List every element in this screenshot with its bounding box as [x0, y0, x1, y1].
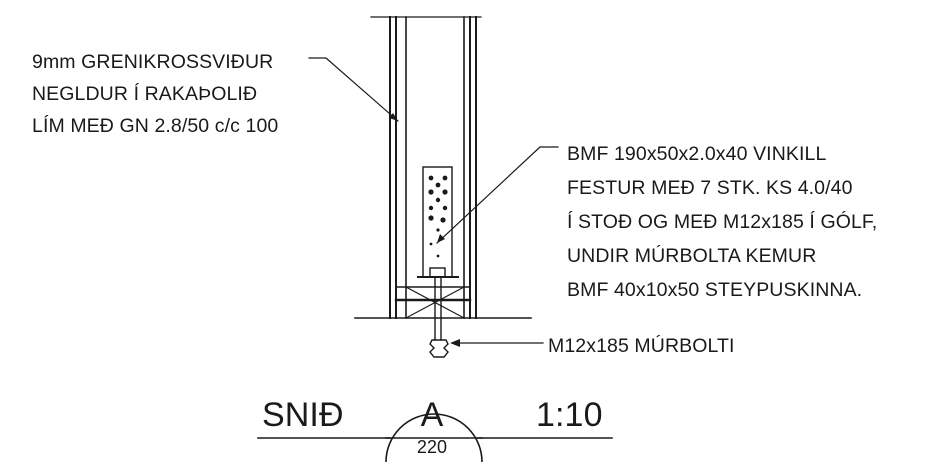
bracket-note-line: Í STOÐ OG MEÐ M12x185 Í GÓLF, [567, 211, 878, 233]
nail-hole [436, 254, 440, 258]
bracket-note-line: BMF 190x50x2.0x40 VINKILL [567, 143, 827, 165]
anchor-bolt-hook [429, 339, 449, 358]
nail-hole [428, 175, 434, 181]
bracket-note-line: BMF 40x10x50 STEYPUSKINNA. [567, 279, 863, 301]
nail-hole [435, 182, 441, 188]
leader-bracket [436, 146, 559, 244]
sheet-number: 220 [416, 437, 448, 457]
nail-hole [428, 189, 434, 195]
arrowhead-plywood [389, 113, 398, 121]
bracket-note-line: UNDIR MÚRBOLTA KEMUR [567, 245, 817, 267]
nail-hole [442, 189, 448, 195]
plywood-note-line: LÍM MEÐ GN 2.8/50 c/c 100 [32, 115, 279, 137]
nail-hole [435, 197, 441, 203]
bracket-heel [429, 267, 446, 278]
nail-hole [442, 205, 448, 211]
arrowhead-bracket [437, 234, 445, 243]
section-title: SNIÐ [262, 396, 344, 434]
leader-plywood [308, 57, 399, 122]
arrowhead-bolt [450, 339, 460, 347]
plywood-note-line: 9mm GRENIKROSSVIÐUR [32, 51, 274, 73]
plywood-note-line: NEGLDUR Í RAKAÞOLIÐ [32, 83, 258, 105]
nail-hole [429, 242, 433, 246]
plywood-note: 9mm GRENIKROSSVIÐUR NEGLDUR Í RAKAÞOLIÐ … [32, 46, 278, 142]
nail-hole [428, 215, 434, 221]
bracket-note: BMF 190x50x2.0x40 VINKILL FESTUR MEÐ 7 S… [567, 137, 877, 307]
nail-hole [442, 175, 448, 181]
nail-hole [428, 205, 434, 211]
bracket-note-line: FESTUR MEÐ 7 STK. KS 4.0/40 [567, 177, 853, 199]
nail-hole [440, 217, 446, 223]
nail-hole [436, 228, 440, 232]
scale-label: 1:10 [536, 396, 603, 434]
section-letter: A [420, 396, 444, 434]
title-bubble [385, 413, 483, 462]
bolt-note: M12x185 MÚRBOLTI [548, 335, 735, 357]
